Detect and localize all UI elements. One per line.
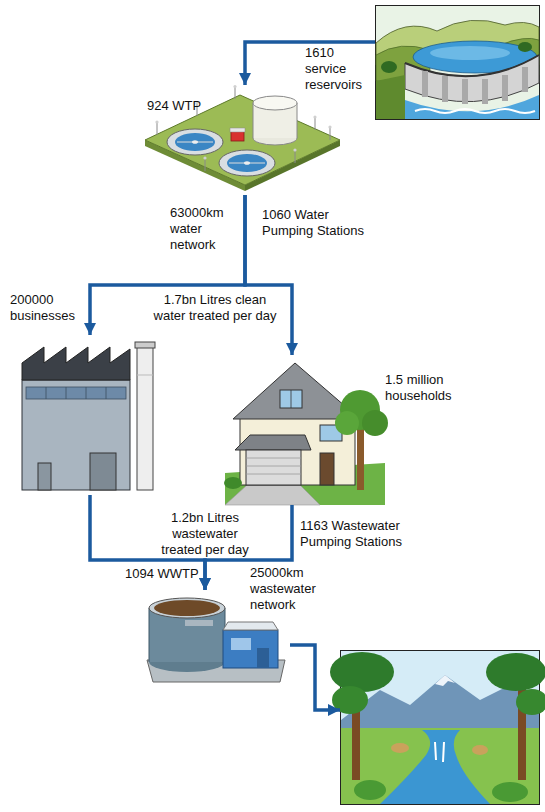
treatment-plant-illustration [145,85,340,191]
quantity-label: 1163 Wastewater Pumping Stations [300,518,410,550]
factory-picture: 200000 businesses [20,335,165,495]
node-caption: 1094 WWTP [125,566,203,582]
treatment-plant-picture: 924 WTP [135,85,345,195]
node-caption: 1.5 million households [385,372,460,404]
node-caption: 1610 service reservoirs [305,45,365,93]
house-picture: 1.5 million households [225,355,385,505]
node-caption: 924 WTP [147,98,227,114]
flow-arrow [290,645,340,710]
reservoir-picture: 1610 service reservoirs [375,5,540,120]
edge-label: 25000km wastewater network [250,565,322,613]
quantity-label: 1060 Water Pumping Stations [262,207,372,239]
factory-illustration [22,342,155,490]
quantity-label: 1.7bn Litres clean water treated per day [151,292,279,324]
dam-illustration [376,6,540,120]
quantity-label: 1.2bn Litres wastewater treated per day [155,510,255,558]
house-illustration [224,363,388,505]
node-caption: 200000 businesses [10,292,80,324]
quantity-label: 63000km water network [170,205,230,253]
river-illustration [330,651,545,805]
river-picture [340,650,540,805]
